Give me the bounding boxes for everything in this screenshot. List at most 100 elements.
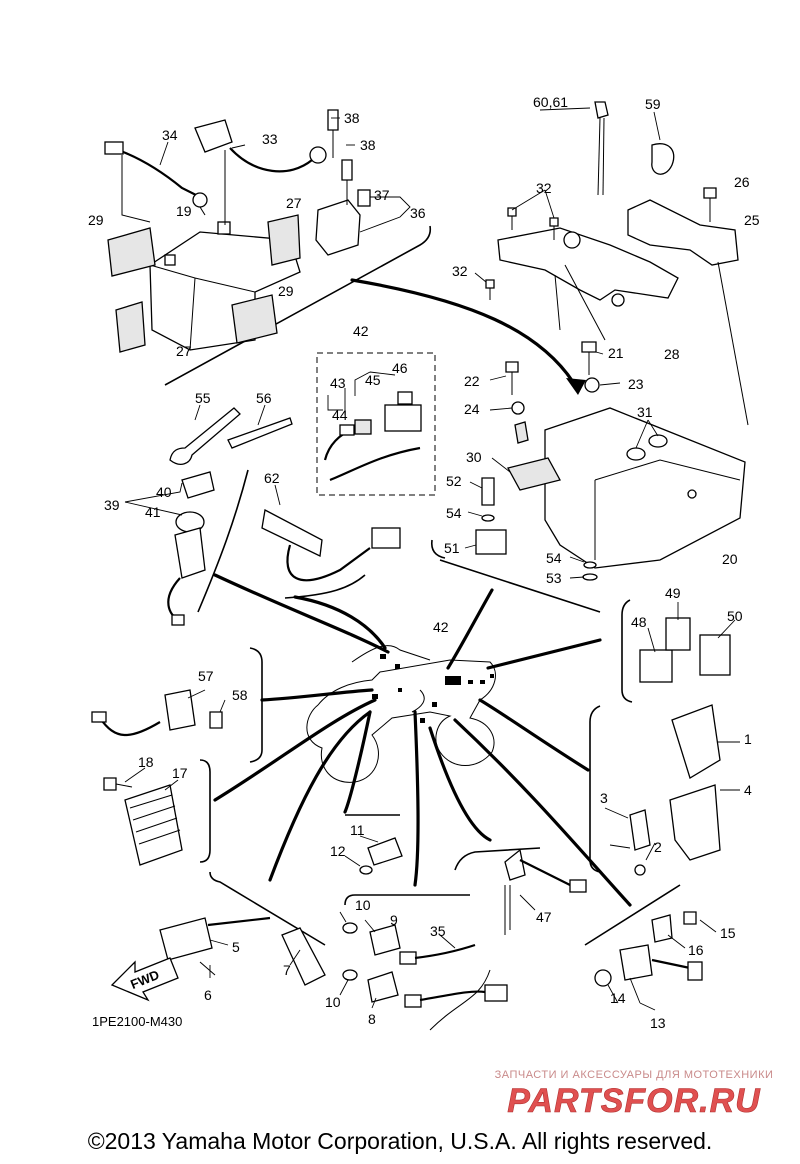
watermark-logo-text: PARTSFOR.RU xyxy=(507,1082,761,1120)
sensor-8-9-group xyxy=(342,894,508,1031)
callout-52: 52 xyxy=(446,473,462,489)
rectifier-group xyxy=(103,759,211,866)
callout-49: 49 xyxy=(665,585,681,601)
callout-44: 44 xyxy=(332,407,348,423)
callout-29-left: 29 xyxy=(88,212,104,228)
callout-55: 55 xyxy=(195,390,211,406)
callout-46: 46 xyxy=(392,360,408,376)
starter-relay xyxy=(315,199,361,256)
callout-29-right: 29 xyxy=(278,283,294,299)
ecu-marker xyxy=(445,676,461,685)
ignition-coil xyxy=(159,917,213,961)
callout-54-left: 54 xyxy=(446,505,462,521)
watermark-subtitle: ЗАПЧАСТИ И АКСЕССУАРЫ ДЛЯ МОТОТЕХНИКИ xyxy=(494,1069,774,1081)
callout-19: 19 xyxy=(176,203,192,219)
ignition-coil-group xyxy=(159,871,326,986)
callout-31: 31 xyxy=(637,404,653,420)
connector-group xyxy=(261,509,401,599)
fuse-box-group xyxy=(316,352,436,496)
callout-12: 12 xyxy=(330,843,346,859)
callout-10-bottom: 10 xyxy=(325,994,341,1010)
callout-15: 15 xyxy=(720,925,736,941)
callout-10-top: 10 xyxy=(355,897,371,913)
callout-27-top: 27 xyxy=(286,195,302,211)
relay-group xyxy=(621,599,731,703)
relay-50 xyxy=(699,634,731,676)
callout-59: 59 xyxy=(645,96,661,112)
battery-group xyxy=(104,109,432,386)
copyright-notice: ©2013 Yamaha Motor Corporation, U.S.A. A… xyxy=(87,1128,713,1154)
sensor-11-group xyxy=(345,814,403,875)
callout-34: 34 xyxy=(162,127,178,143)
callout-36: 36 xyxy=(410,205,426,221)
callout-51: 51 xyxy=(444,540,460,556)
callout-labels: 1 2 3 4 5 6 7 8 9 10 10 11 12 13 14 15 1… xyxy=(88,94,760,1031)
callout-57: 57 xyxy=(198,668,214,684)
callout-27-bottom: 27 xyxy=(176,343,192,359)
callout-39: 39 xyxy=(104,497,120,513)
callout-7: 7 xyxy=(283,962,291,978)
callout-32-left: 32 xyxy=(452,263,468,279)
callout-30: 30 xyxy=(466,449,482,465)
sidestand-switch-group xyxy=(454,847,587,935)
callout-33: 33 xyxy=(262,131,278,147)
callout-48: 48 xyxy=(631,614,647,630)
callout-32-top: 32 xyxy=(536,180,552,196)
callout-58: 58 xyxy=(232,687,248,703)
group-leaders xyxy=(213,278,632,907)
callout-2: 2 xyxy=(654,839,662,855)
callout-13: 13 xyxy=(650,1015,666,1031)
callout-11: 11 xyxy=(350,822,365,838)
callout-9: 9 xyxy=(390,912,398,928)
sensor-13-group xyxy=(584,884,703,987)
callout-56: 56 xyxy=(256,390,272,406)
callout-17: 17 xyxy=(172,765,188,781)
pad-29-right xyxy=(231,294,278,344)
callout-26: 26 xyxy=(734,174,750,190)
callout-23: 23 xyxy=(628,376,644,392)
callout-4: 4 xyxy=(744,782,752,798)
switch-group xyxy=(167,407,293,626)
callout-41: 41 xyxy=(145,504,161,520)
callout-42-center: 42 xyxy=(433,619,449,635)
callout-53: 53 xyxy=(546,570,562,586)
callout-14: 14 xyxy=(610,990,626,1006)
relay-48 xyxy=(639,649,673,683)
callout-42-top: 42 xyxy=(353,323,369,339)
callout-20: 20 xyxy=(722,551,738,567)
callout-8: 8 xyxy=(368,1011,376,1027)
label-leaders xyxy=(124,107,740,1011)
callout-43: 43 xyxy=(330,375,346,391)
callout-25: 25 xyxy=(744,212,760,228)
callout-38-top: 38 xyxy=(344,110,360,126)
watermark-logo: PARTSFOR.RU xyxy=(507,1082,761,1120)
pad-27-right xyxy=(267,214,301,266)
main-switch xyxy=(174,527,206,579)
ecu-group xyxy=(589,704,721,876)
callout-18: 18 xyxy=(138,754,154,770)
callout-3: 3 xyxy=(600,790,608,806)
pad-27-bottom xyxy=(115,301,146,353)
pad-29-left xyxy=(107,227,156,277)
fwd-arrow: FWD xyxy=(110,957,179,1002)
callout-40: 40 xyxy=(156,484,172,500)
callout-47: 47 xyxy=(536,909,552,925)
callout-28: 28 xyxy=(664,346,680,362)
rectifier xyxy=(124,784,183,866)
ecu xyxy=(671,704,721,779)
callout-38-mid: 38 xyxy=(360,137,376,153)
sensor-57-group xyxy=(91,647,263,763)
holder-bracket xyxy=(627,199,739,266)
callout-50: 50 xyxy=(727,608,743,624)
callout-22: 22 xyxy=(464,373,480,389)
callout-45: 45 xyxy=(365,372,381,388)
callout-24: 24 xyxy=(464,401,480,417)
battery-box-group xyxy=(430,101,749,613)
diagram-code: 1PE2100-M430 xyxy=(92,1014,182,1029)
callout-1: 1 xyxy=(744,731,752,747)
callout-35: 35 xyxy=(430,923,446,939)
motorcycle-silhouette xyxy=(306,645,496,783)
callout-5: 5 xyxy=(232,939,240,955)
callout-54-right: 54 xyxy=(546,550,562,566)
